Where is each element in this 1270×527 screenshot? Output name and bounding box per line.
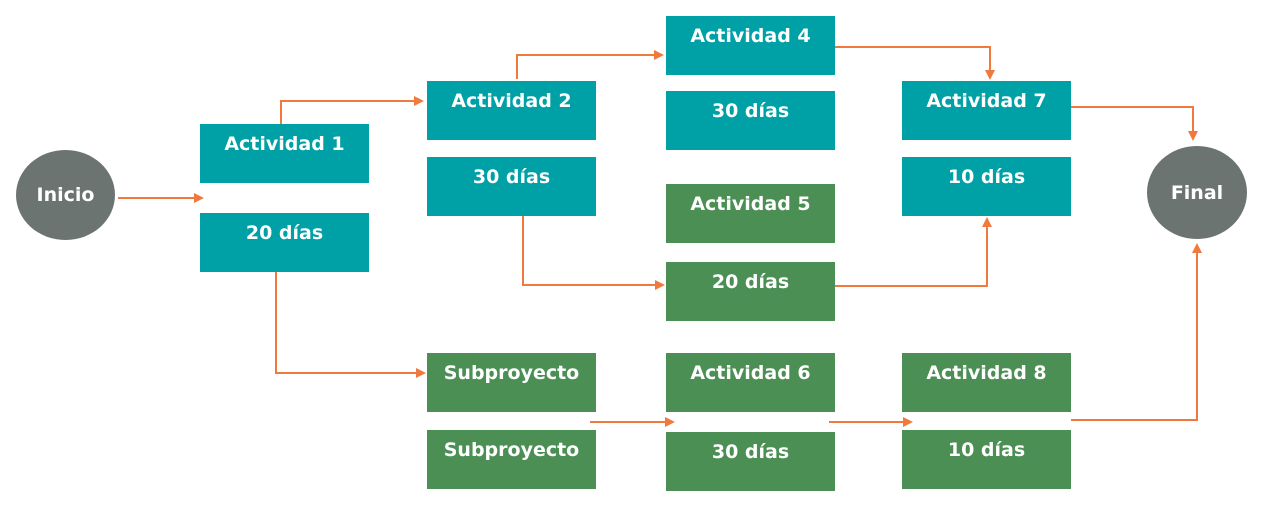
actividad-7-duration-box: 10 días xyxy=(902,157,1071,216)
actividad-7-name-box: Actividad 7 xyxy=(902,81,1071,140)
actividad-1-duration-box: 20 días xyxy=(200,213,369,272)
subproyecto-duration: Subproyecto xyxy=(443,439,580,461)
actividad-5-duration: 20 días xyxy=(711,271,790,293)
actividad-1-duration: 20 días xyxy=(245,222,324,244)
actividad-4-duration: 30 días xyxy=(711,100,790,122)
actividad-7-duration: 10 días xyxy=(947,166,1026,188)
actividad-2-name-box: Actividad 2 xyxy=(427,81,596,140)
actividad-7-name: Actividad 7 xyxy=(926,90,1047,112)
end-node-label: Final xyxy=(1170,181,1224,204)
actividad-8-duration-box: 10 días xyxy=(902,430,1071,489)
edge-actividad-7-final xyxy=(1071,106,1198,141)
start-node-label: Inicio xyxy=(36,184,95,206)
edge-actividad-1-actividad-2 xyxy=(280,96,424,124)
actividad-8-duration: 10 días xyxy=(947,439,1026,461)
subproyecto-name: Subproyecto xyxy=(443,362,580,384)
actividad-2-duration: 30 días xyxy=(472,166,551,188)
actividad-5-duration-box: 20 días xyxy=(666,262,835,321)
actividad-2-duration-box: 30 días xyxy=(427,157,596,216)
edge-actividad-5-actividad-7 xyxy=(835,217,992,287)
actividad-6-duration: 30 días xyxy=(711,441,790,463)
actividad-6-duration-box: 30 días xyxy=(666,432,835,491)
actividad-5-name-box: Actividad 5 xyxy=(666,184,835,243)
actividad-8-name-box: Actividad 8 xyxy=(902,353,1071,412)
edge-actividad-2-actividad-5 xyxy=(522,216,665,290)
actividad-8-name: Actividad 8 xyxy=(926,362,1047,384)
actividad-1-name-box: Actividad 1 xyxy=(200,124,369,183)
subproyecto-duration-box: Subproyecto xyxy=(427,430,596,489)
actividad-1-name: Actividad 1 xyxy=(224,133,345,155)
actividad-5-name: Actividad 5 xyxy=(690,193,811,215)
start-node: Inicio xyxy=(16,150,115,240)
edge-actividad-1-subproyecto xyxy=(275,272,426,378)
actividad-4-duration-box: 30 días xyxy=(666,91,835,150)
edge-actividad-8-final xyxy=(1071,243,1202,421)
subproyecto-name-box: Subproyecto xyxy=(427,353,596,412)
actividad-4-name-box: Actividad 4 xyxy=(666,16,835,75)
edge-actividad-4-actividad-7 xyxy=(835,46,995,80)
actividad-4-name: Actividad 4 xyxy=(690,25,811,47)
actividad-6-name-box: Actividad 6 xyxy=(666,353,835,412)
actividad-6-name: Actividad 6 xyxy=(690,362,811,384)
actividad-2-name: Actividad 2 xyxy=(451,90,572,112)
end-node: Final xyxy=(1147,146,1247,239)
edge-actividad-2-actividad-4 xyxy=(516,50,664,79)
